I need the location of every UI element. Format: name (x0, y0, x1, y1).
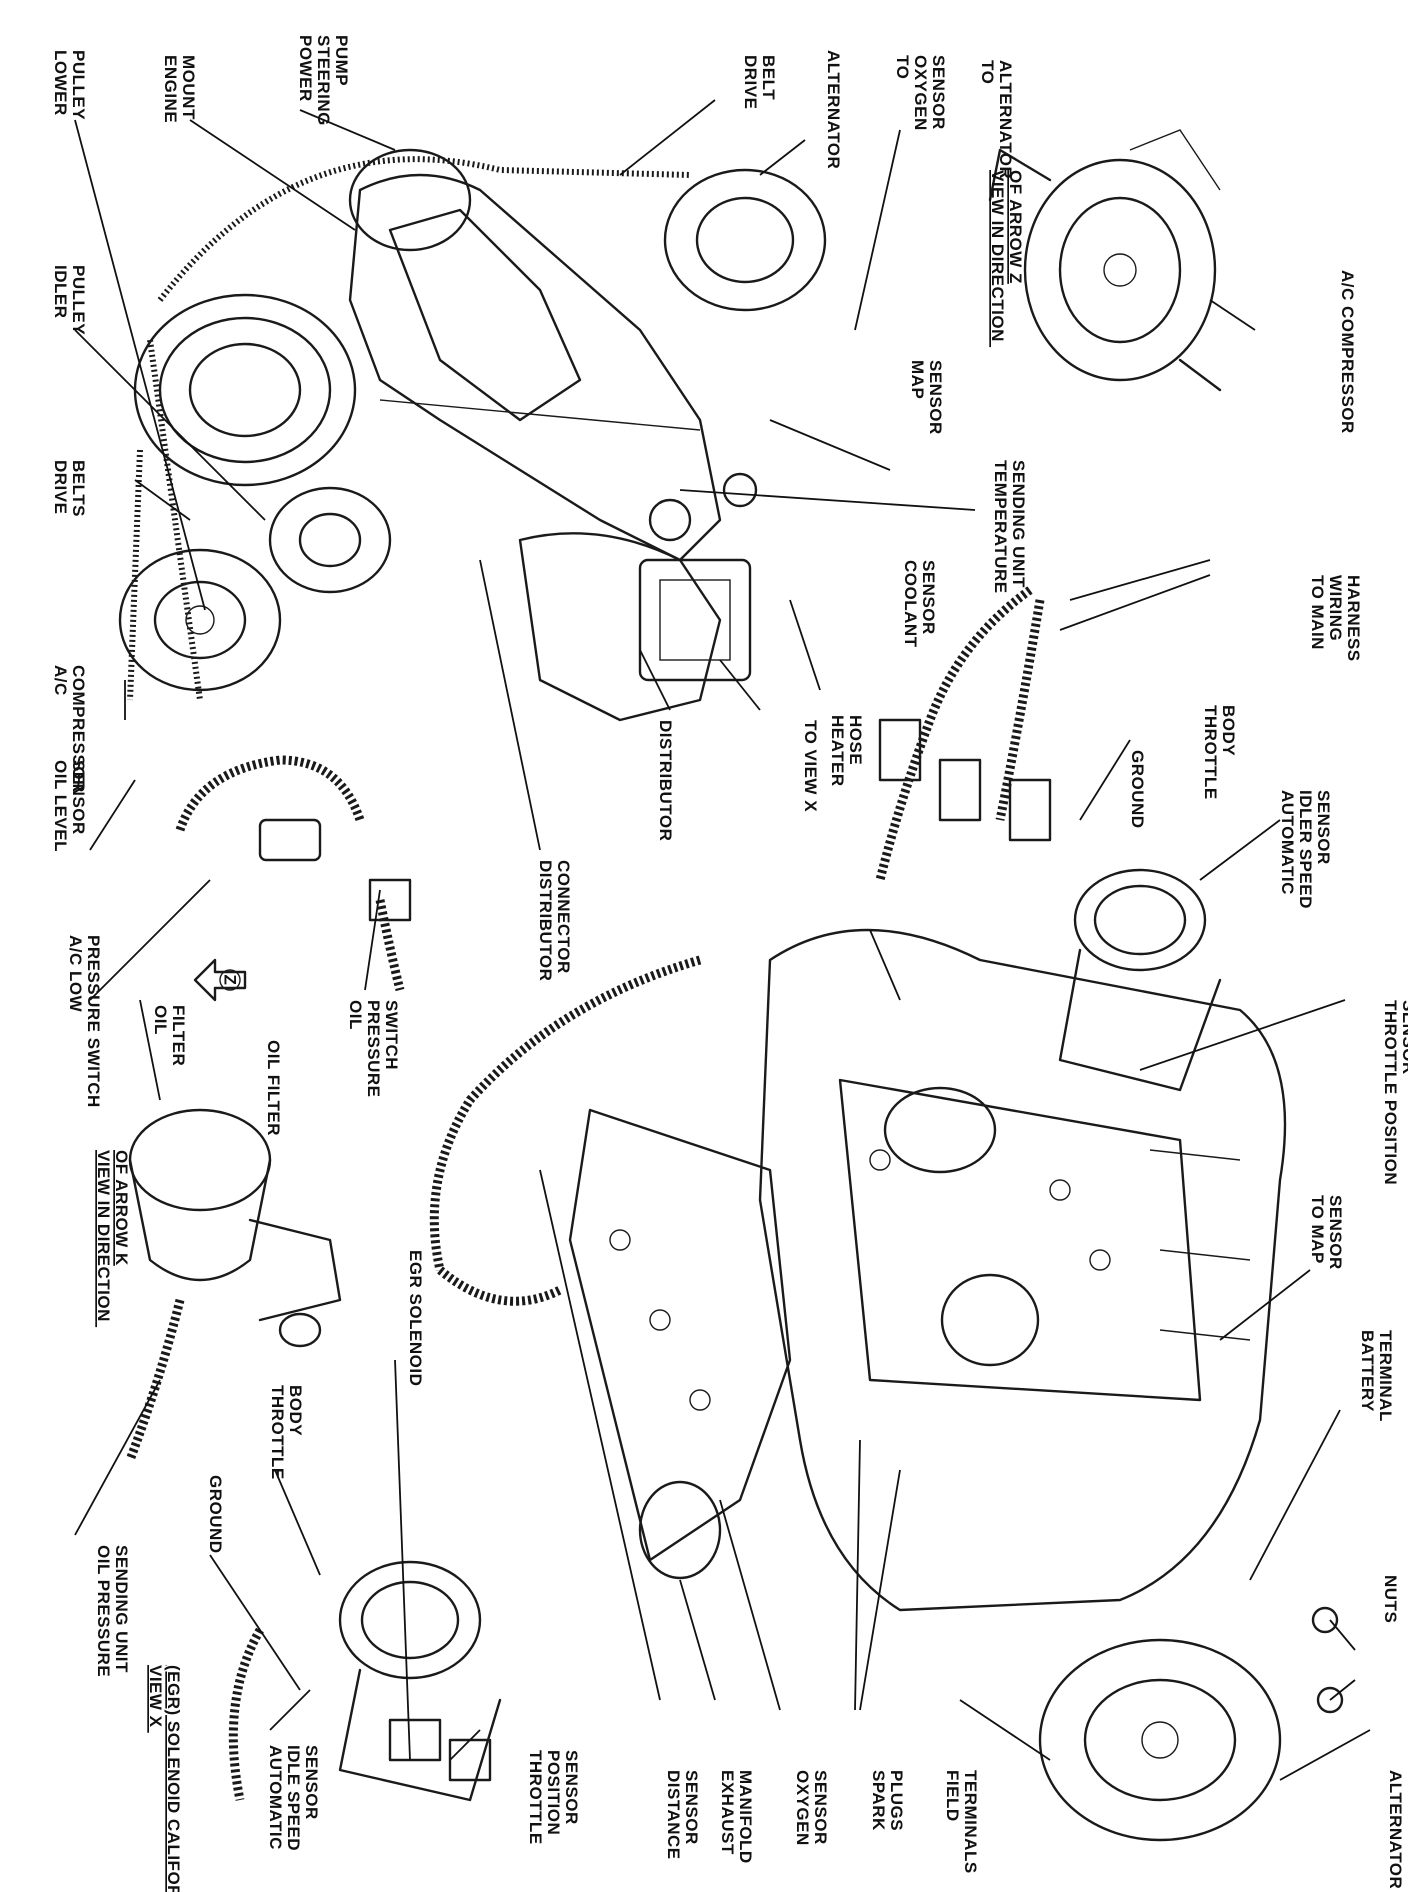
label-to-alternator: TO ALTERNATOR (978, 60, 1015, 179)
label-throttle-position-sensor-top: THROTTLE POSITION SENSOR (1381, 1000, 1408, 1190)
label-coolant-sensor: COOLANT SENSOR (901, 560, 938, 653)
label-distance-sensor: DISTANCE SENSOR (664, 1770, 701, 1865)
arrow-z-letter: Z (221, 975, 240, 986)
exhaust-manifold-drawing (568, 1108, 792, 1580)
label-throttle-position-sensor-bottom: THROTTLE POSITION SENSOR (526, 1750, 581, 1850)
label-automatic-idle-speed-sensor-bottom: AUTOMATIC IDLE SPEED SENSOR (266, 1745, 321, 1856)
label-ac-compressor-top: A/C COMPRESSOR (1338, 270, 1357, 434)
label-oil-pressure-switch: OIL PRESSURE SWITCH (346, 1000, 401, 1103)
label-nuts: NUTS (1381, 1575, 1400, 1623)
engine-front-housing (348, 173, 722, 722)
label-to-map-sensor: TO MAP SENSOR (1308, 1195, 1345, 1270)
label-battery-terminal: BATTERY TERMINAL (1358, 1330, 1395, 1422)
label-spark-plugs: SPARK PLUGS (869, 1770, 906, 1836)
arrow-z-marker: Z (193, 958, 247, 1002)
label-field-terminals: FIELD TERMINALS (943, 1770, 980, 1874)
label-heater-hose: HEATER HOSE (828, 715, 865, 792)
label-distributor-connector: DISTRIBUTOR CONNECTOR (536, 860, 573, 987)
label-ac-low-pressure-switch: A/C LOW PRESSURE SWITCH (66, 935, 103, 1108)
label-exhaust-manifold: EXHAUST MANIFOLD (718, 1770, 755, 1864)
label-throttle-body-bottom: THROTTLE BODY (268, 1385, 305, 1485)
leader-lines (74, 99, 1371, 1781)
label-oxygen-sensor: OXYGEN SENSOR (793, 1770, 830, 1851)
label-ground-top: GROUND (1128, 750, 1147, 829)
label-power-steering-pump: POWER STEERING PUMP (296, 35, 351, 131)
label-to-oxygen-sensor: TO OXYGEN SENSOR (893, 55, 948, 136)
engine-artwork: Z (118, 129, 1344, 1842)
label-oil-pressure-sending-unit: OIL PRESSURE SENDING UNIT (94, 1545, 131, 1683)
label-to-main-wiring-harness: TO MAIN WIRING HARNESS (1308, 575, 1363, 662)
label-ground-bottom: GROUND (206, 1475, 225, 1554)
label-drive-belt: DRIVE BELT (741, 55, 778, 115)
label-egr-solenoid: EGR SOLENOID (406, 1250, 425, 1386)
oil-pressure-switch-drawing (175, 755, 412, 992)
oil-filter-drawing (125, 1108, 342, 1462)
label-oil-level-sensor: OIL LEVEL SENSOR (51, 760, 88, 857)
label-drive-belts: DRIVE BELTS (51, 460, 88, 520)
alternator-lower-drawing (1038, 1606, 1344, 1842)
label-throttle-body-top: THROTTLE BODY (1201, 705, 1238, 805)
label-oil-filter-1: OIL FILTER (264, 1040, 283, 1136)
throttle-body-upper-drawing (1058, 868, 1222, 1092)
label-to-view-x: TO VIEW X (801, 720, 820, 812)
label-temperature-sending-unit: TEMPERATURE SENDING UNIT (991, 460, 1028, 599)
label-lower-pulley: LOWER PULLEY (51, 50, 88, 121)
label-view-arrow-k: VIEW IN DIRECTION OF ARROW K (94, 1150, 131, 1327)
pulley-assembly (118, 148, 827, 701)
label-distributor: DISTRIBUTOR (656, 720, 675, 841)
label-oil-filter-2: OIL FILTER (151, 1005, 188, 1066)
label-idler-pulley: IDLER PULLEY (51, 265, 88, 335)
callout-labels: POWER STEERING PUMP ENGINE MOUNT LOWER P… (51, 35, 1408, 1892)
label-ac-compressor-left: A/C COMPRESSOR (51, 665, 88, 793)
ac-compressor-upper-drawing (988, 129, 1222, 392)
sensor-cluster (638, 472, 758, 682)
engine-block-drawing (758, 928, 1287, 1612)
label-engine-mount: ENGINE MOUNT (161, 55, 198, 128)
egr-harness-drawing (429, 955, 702, 1306)
label-view-arrow-z: VIEW IN DIRECTION OF ARROW Z (988, 170, 1025, 347)
label-alternator-bottom: ALTERNATOR (1386, 1770, 1405, 1889)
main-wiring-harness-drawing (875, 586, 1052, 882)
label-view-x-title: VIEW X (EGR) SOLENOID CALIFORNIA (146, 1665, 183, 1892)
label-automatic-idle-speed-sensor-top: AUTOMATIC IDLER SPEED SENSOR (1278, 790, 1333, 914)
label-map-sensor: MAP SENSOR (908, 360, 945, 435)
label-alternator-top: ALTERNATOR (824, 50, 843, 169)
